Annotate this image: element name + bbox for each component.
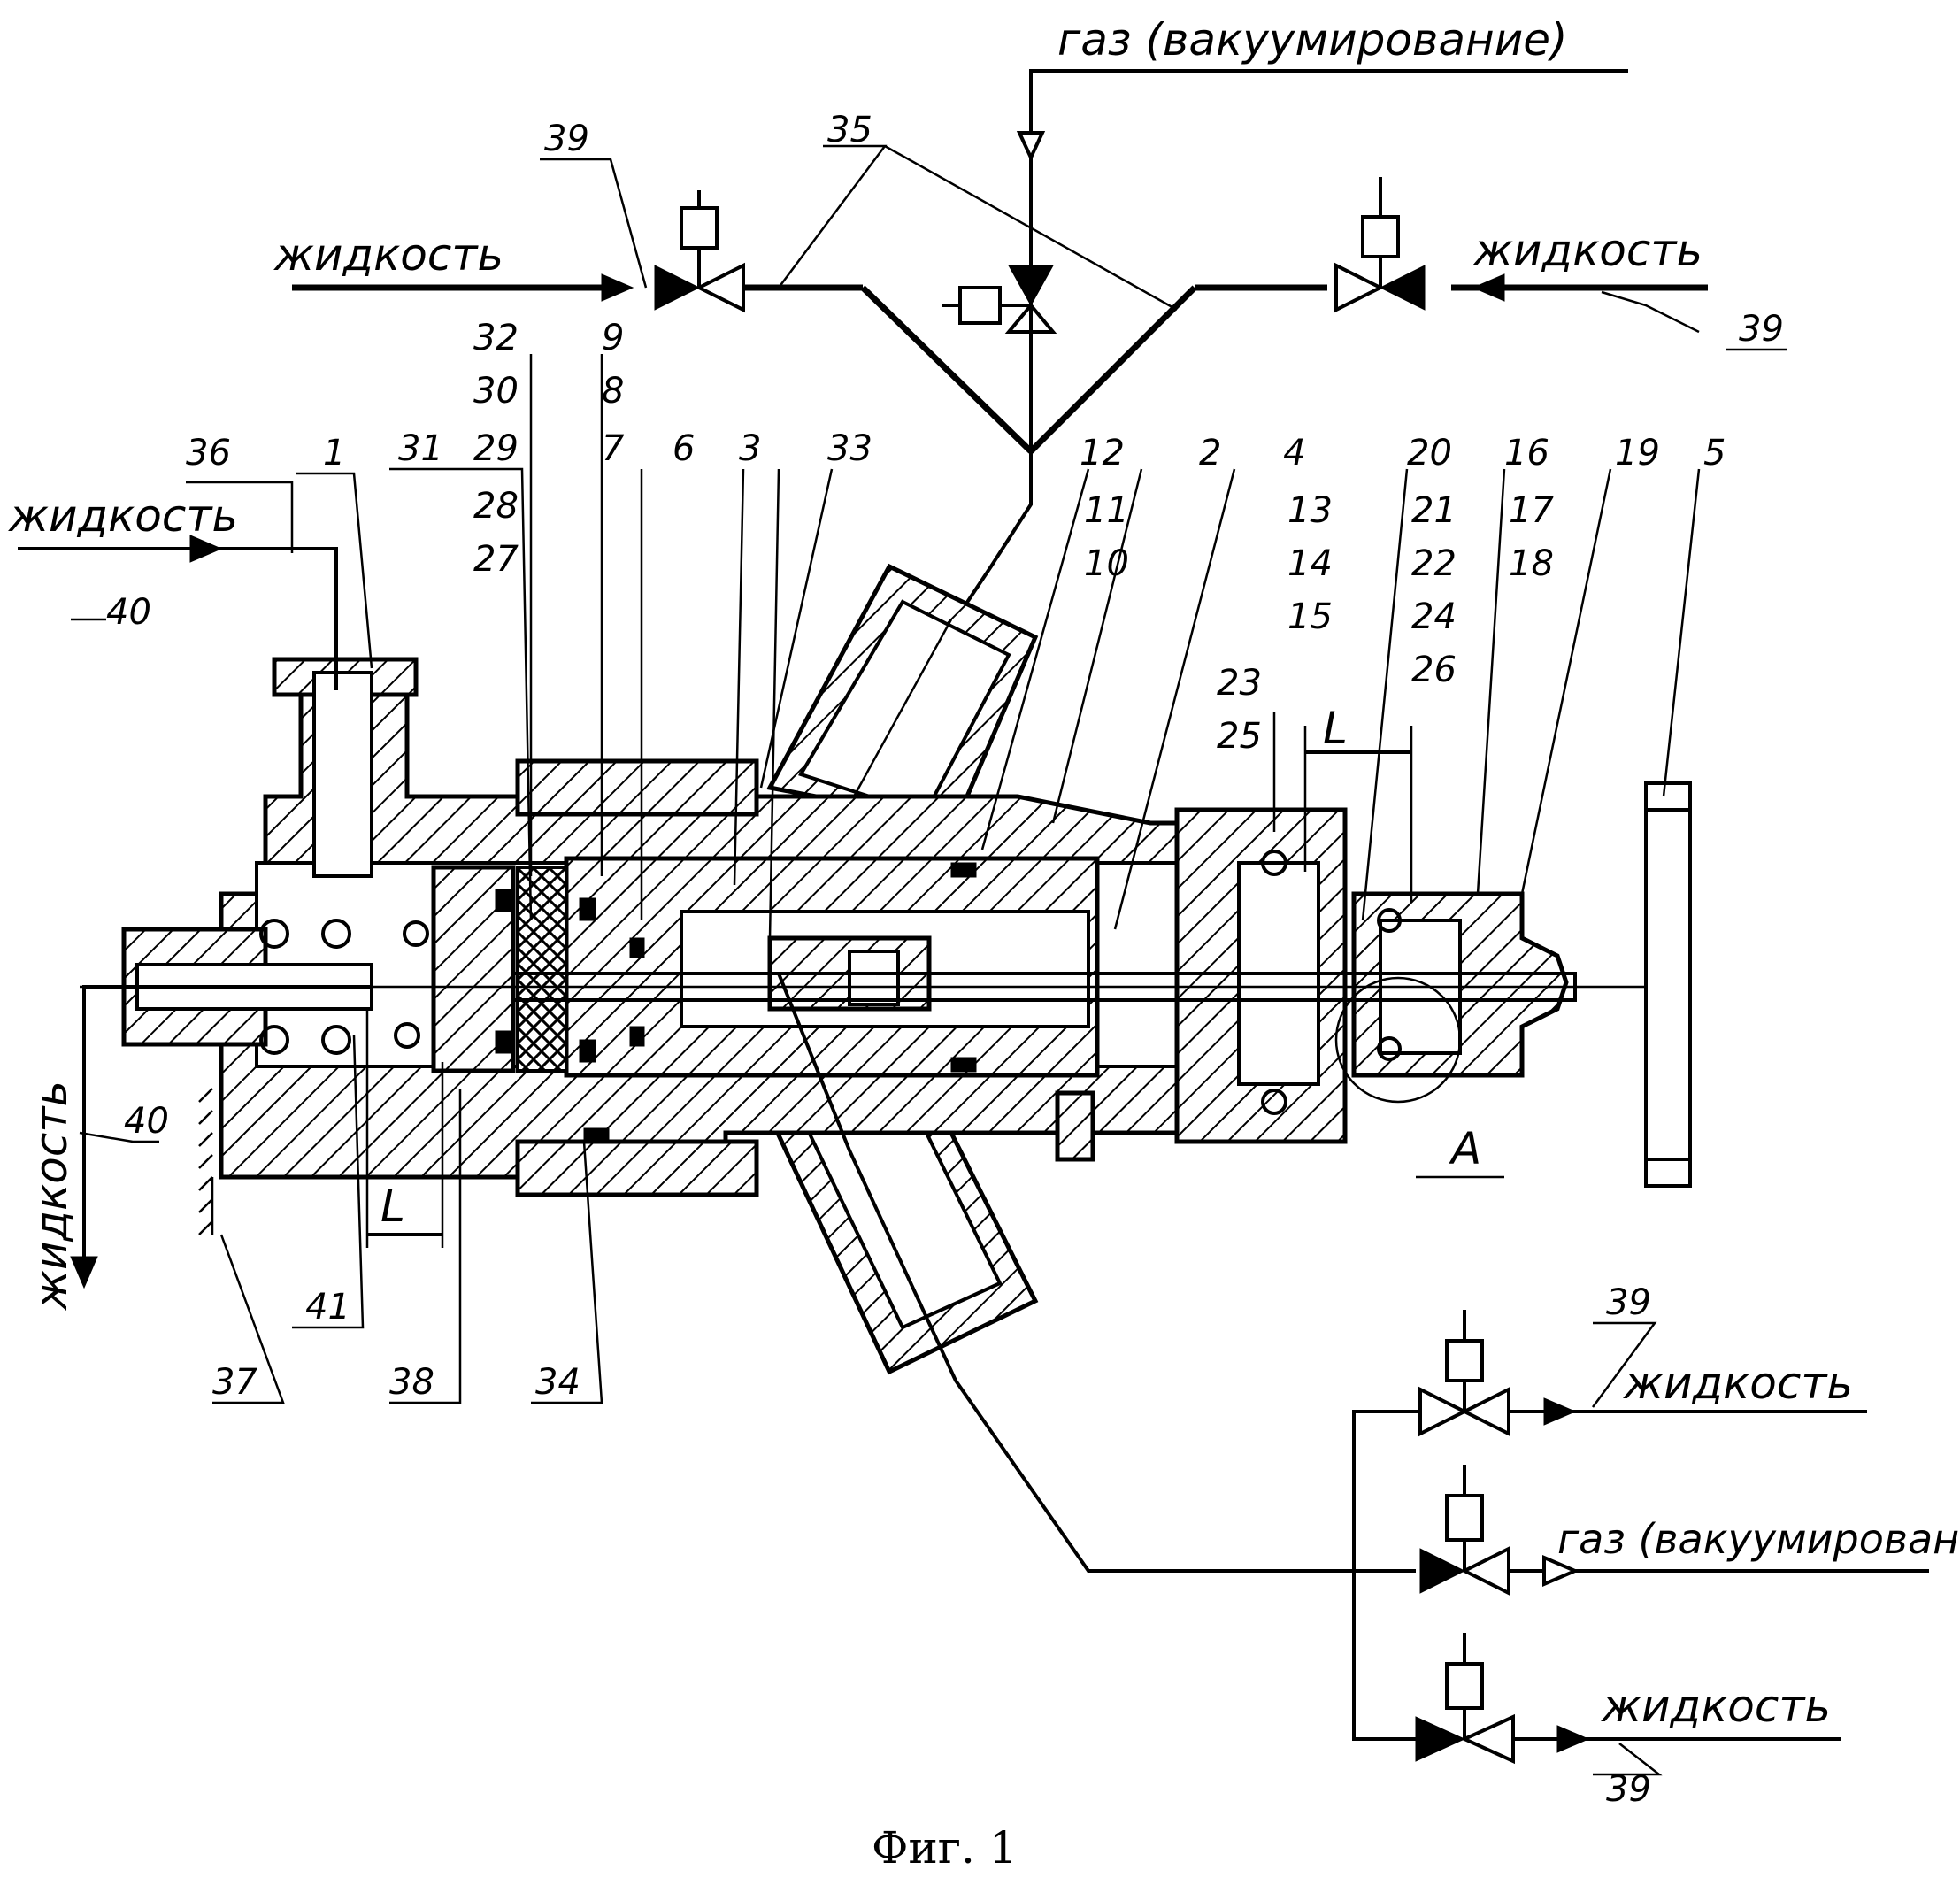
detail-A: A [1449,1123,1481,1174]
part-16: 16 [1504,433,1549,473]
label-liquid-out-2: жидкость [1601,1681,1831,1732]
part-12: 12 [1080,433,1125,473]
part-5: 5 [1703,433,1726,473]
part-13: 13 [1287,490,1333,531]
part-40-top: 40 [106,592,151,633]
part-36: 36 [186,433,231,473]
part-7: 7 [602,428,625,469]
part-9: 9 [602,318,624,358]
label-liquid-top-left: жидкость [273,229,503,281]
valve-gas [942,265,1053,332]
part-15: 15 [1287,596,1333,637]
part-32: 32 [473,318,519,358]
part-20: 20 [1407,433,1452,473]
dim-L-left: L [380,1181,405,1232]
part-4: 4 [1283,433,1305,473]
label-gas-top: газ (вакуумирование) [1057,14,1568,65]
part-39-bottom-2: 39 [1606,1769,1651,1810]
label-liquid-outlet-left: жидкость [26,1081,77,1311]
part-27: 27 [473,539,519,580]
dim-L-right: L [1323,703,1348,754]
valve-top-right [1336,177,1425,310]
part-29: 29 [473,428,519,469]
part-23: 23 [1217,663,1262,704]
part-24: 24 [1411,596,1457,637]
part-2: 2 [1199,433,1221,473]
part-40-left: 40 [124,1101,169,1142]
part-30: 30 [473,371,519,412]
label-liquid-out-1: жидкость [1623,1358,1853,1409]
part-1: 1 [323,433,345,473]
part-11: 11 [1084,490,1129,531]
label-liquid-top-right: жидкость [1472,225,1703,276]
part-35: 35 [827,110,872,150]
part-21: 21 [1411,490,1457,531]
part-6: 6 [673,428,695,469]
valve-top-left [655,190,743,310]
part-37: 37 [212,1362,257,1403]
part-41: 41 [305,1287,350,1327]
part-25: 25 [1217,716,1262,757]
part-34: 34 [535,1362,580,1403]
figure-caption: Фиг. 1 [872,1822,1018,1874]
part-19: 19 [1615,433,1660,473]
part-33: 33 [827,428,872,469]
part-39-bottom-1: 39 [1606,1282,1651,1323]
part-38: 38 [389,1362,434,1403]
part-17: 17 [1509,490,1554,531]
part-8: 8 [602,371,624,412]
part-31: 31 [398,428,443,469]
part-10: 10 [1084,543,1129,584]
part-39-top-left: 39 [544,119,589,159]
part-39-top-right: 39 [1739,309,1784,350]
label-gas-out: газ (вакуумирование) [1557,1515,1960,1563]
part-18: 18 [1509,543,1554,584]
part-28: 28 [473,486,519,527]
part-26: 26 [1411,650,1457,690]
part-14: 14 [1287,543,1333,584]
label-liquid-inlet-left: жидкость [8,490,238,542]
part-22: 22 [1411,543,1457,584]
part-3: 3 [739,428,761,469]
